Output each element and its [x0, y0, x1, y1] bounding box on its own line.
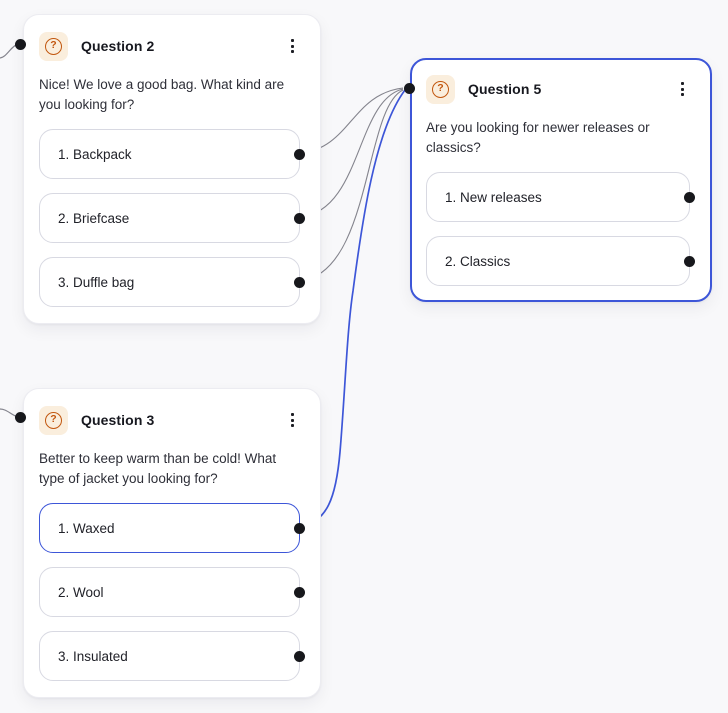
node-title: Question 2 — [81, 38, 155, 54]
question-3-option-2-handle[interactable] — [294, 586, 305, 598]
question-2-option-3-handle[interactable] — [294, 276, 305, 288]
option-backpack[interactable]: 1. Backpack — [39, 129, 305, 179]
kebab-menu-icon[interactable] — [675, 77, 690, 101]
question-2-option-1-handle[interactable] — [294, 148, 305, 160]
node-question-3[interactable]: ? Question 3 Better to keep warm than be… — [15, 388, 321, 698]
question-mark-circle-icon: ? — [39, 405, 68, 435]
option-label: 2. Wool — [58, 584, 104, 600]
node-header: ? Question 2 — [39, 31, 300, 61]
question-3-option-3-handle[interactable] — [294, 650, 305, 662]
node-question-5[interactable]: ? Question 5 Are you looking for newer r… — [404, 58, 712, 302]
question-5-option-1-handle[interactable] — [684, 191, 695, 203]
option-label: 1. New releases — [445, 189, 542, 205]
option-waxed[interactable]: 1. Waxed — [39, 503, 305, 553]
option-label: 3. Duffle bag — [58, 274, 135, 290]
question-2-input-handle[interactable] — [15, 39, 26, 50]
option-insulated[interactable]: 3. Insulated — [39, 631, 305, 681]
option-duffle-bag[interactable]: 3. Duffle bag — [39, 257, 305, 307]
question-mark-circle-icon: ? — [426, 74, 455, 104]
kebab-menu-icon[interactable] — [285, 34, 300, 58]
question-5-input-handle[interactable] — [404, 83, 415, 94]
question-body-text: Are you looking for newer releases or cl… — [426, 120, 650, 155]
option-label: 3. Insulated — [58, 648, 128, 664]
option-label: 1. Backpack — [58, 146, 132, 162]
option-label: 2. Classics — [445, 253, 511, 269]
kebab-menu-icon[interactable] — [285, 408, 300, 432]
question-2-option-2-handle[interactable] — [294, 212, 305, 224]
option-new-releases[interactable]: 1. New releases — [426, 172, 695, 222]
option-wool[interactable]: 2. Wool — [39, 567, 305, 617]
node-title: Question 5 — [468, 81, 542, 97]
option-label: 1. Waxed — [58, 520, 115, 536]
option-classics[interactable]: 2. Classics — [426, 236, 695, 286]
node-title: Question 3 — [81, 412, 155, 428]
option-label: 2. Briefcase — [58, 210, 130, 226]
question-body-text: Nice! We love a good bag. What kind are … — [39, 77, 285, 112]
node-question-2[interactable]: ? Question 2 Nice! We love a good bag. W… — [15, 14, 321, 324]
question-3-input-handle[interactable] — [15, 412, 26, 423]
node-header: ? Question 3 — [39, 405, 300, 435]
option-briefcase[interactable]: 2. Briefcase — [39, 193, 305, 243]
node-header: ? Question 5 — [426, 74, 690, 104]
question-3-option-1-handle[interactable] — [294, 522, 305, 534]
question-mark-circle-icon: ? — [39, 31, 68, 61]
question-body-text: Better to keep warm than be cold! What t… — [39, 451, 277, 486]
question-5-option-2-handle[interactable] — [684, 255, 695, 267]
